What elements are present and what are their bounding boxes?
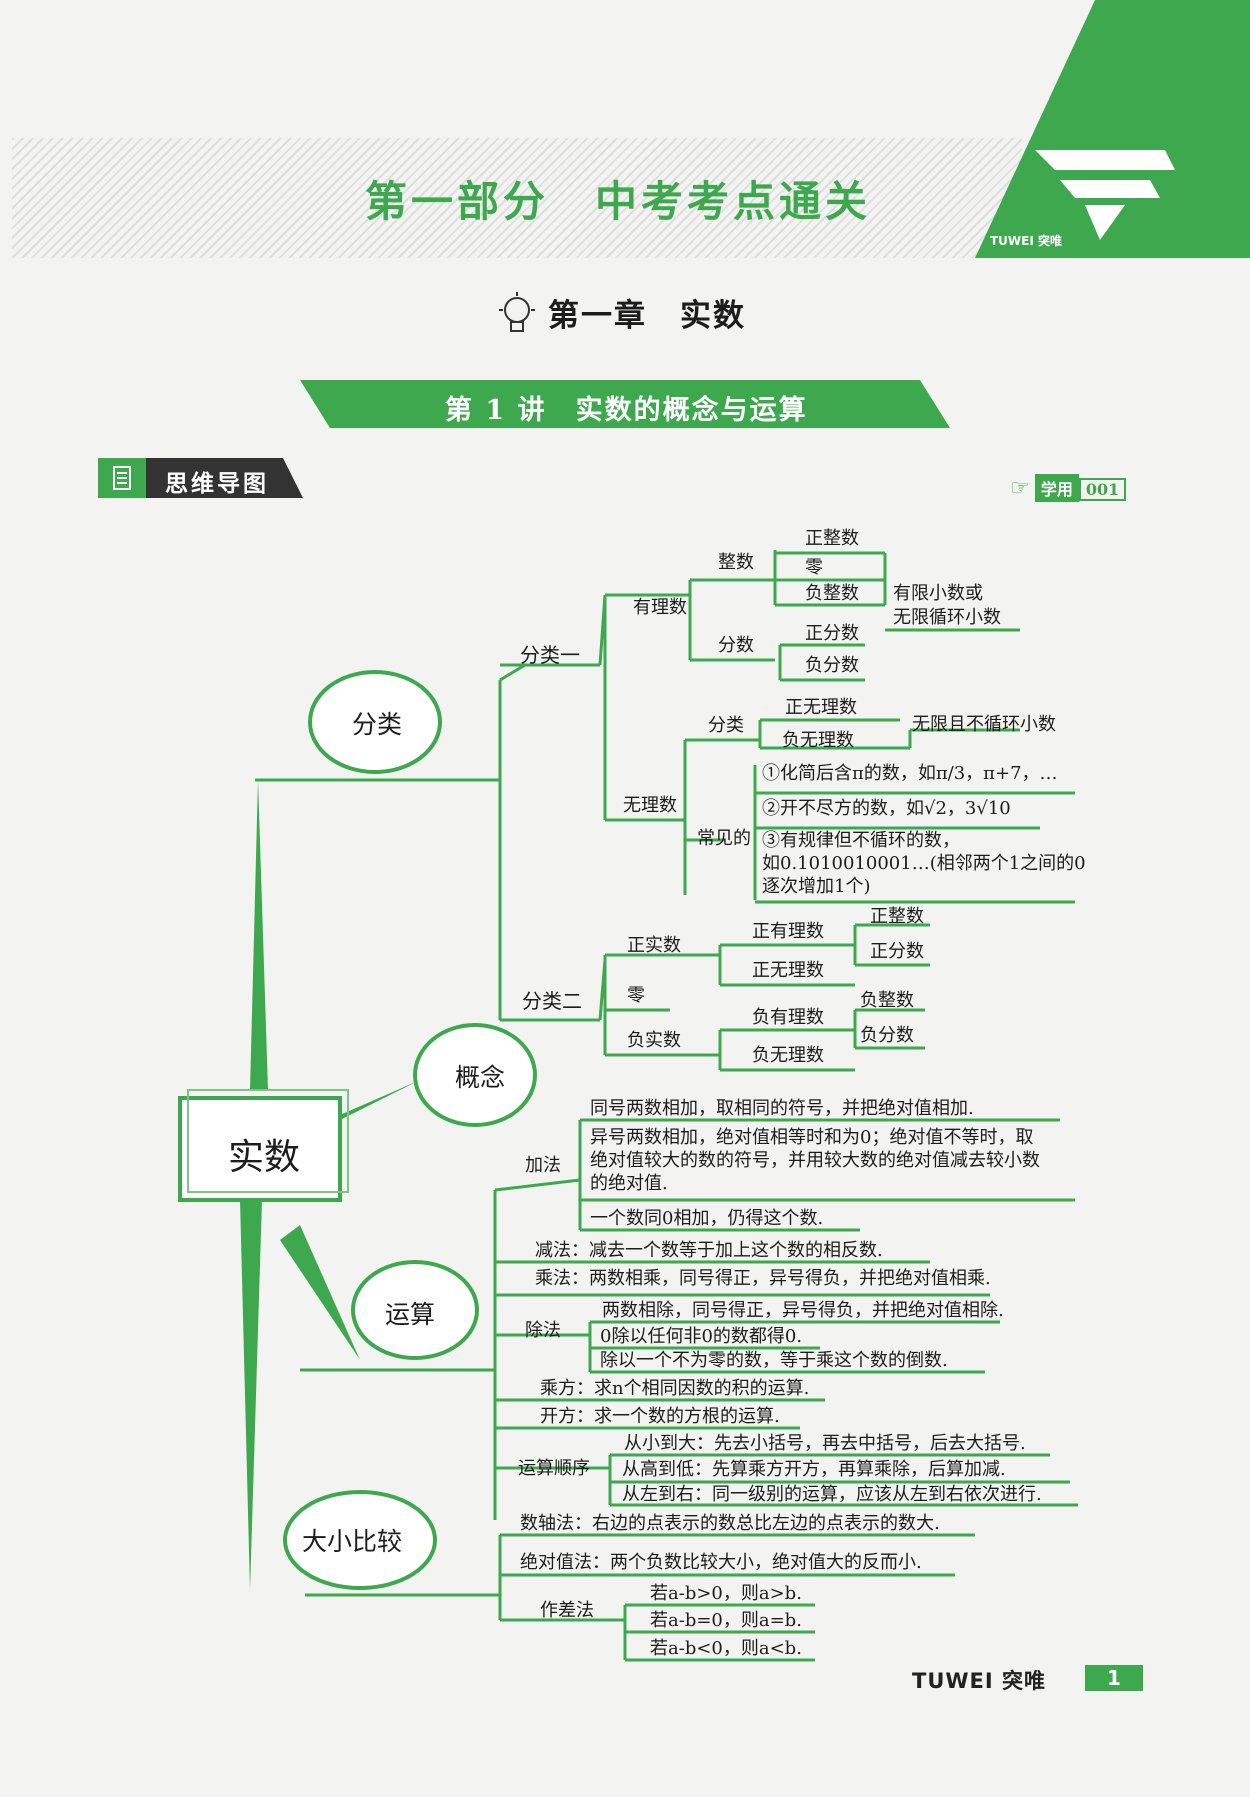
classify-two-label: 分类二 <box>522 989 582 1013</box>
rational-label: 有理数 <box>633 597 687 618</box>
section-banner <box>98 458 303 498</box>
op-add-3: 一个数同0相加，仍得这个数. <box>590 1208 824 1229</box>
common-item-1: ①化简后含π的数，如π/3，π+7，… <box>762 763 1058 784</box>
op-order-1: 从小到大：先去小括号，再去中括号，后去大括号. <box>624 1433 1026 1454</box>
common-label: 常见的 <box>697 828 751 849</box>
header-hatch-band <box>12 138 1022 258</box>
branch-concept: 概念 <box>455 1063 506 1092</box>
lecture-banner <box>300 380 950 428</box>
infinite-note: 无限且不循环小数 <box>912 714 1056 735</box>
op-order-2: 从高到低：先算乘方开方，再算乘除，后算加减. <box>622 1459 1006 1480</box>
root-node: 实数 <box>228 1137 301 1178</box>
neg-int-label: 负整数 <box>805 583 859 604</box>
pos-irr-label-2: 正无理数 <box>752 960 824 981</box>
neg-int-label-2: 负整数 <box>860 990 914 1011</box>
op-mul: 乘法：两数相乘，同号得正，异号得负，并把绝对值相乘. <box>535 1268 991 1289</box>
zero-label-2: 零 <box>627 985 645 1006</box>
part-title: 第一部分 中考考点通关 <box>365 177 872 226</box>
pos-int-label: 正整数 <box>805 528 859 549</box>
pos-int-label-2: 正整数 <box>870 906 924 927</box>
op-add-1: 同号两数相加，取相同的符号，并把绝对值相加. <box>590 1098 974 1119</box>
neg-irr-label-2: 负无理数 <box>752 1045 824 1066</box>
chapter-title: 第一章 实数 <box>548 298 746 334</box>
op-root: 开方：求一个数的方根的运算. <box>540 1406 780 1427</box>
cmp-diff-3: 若a-b<0，则a<b. <box>650 1638 802 1659</box>
neg-rational-label: 负有理数 <box>752 1007 824 1028</box>
branch-classify: 分类 <box>352 710 403 739</box>
pointing-hand-icon: ☞ <box>1010 476 1030 501</box>
study-code: 001 <box>1078 478 1127 501</box>
neg-frac-label-2: 负分数 <box>860 1025 914 1046</box>
op-div-2: 0除以任何非0的数都得0. <box>600 1326 803 1347</box>
pos-real-label: 正实数 <box>627 935 681 956</box>
finite-note-2: 无限循环小数 <box>893 607 1001 628</box>
irrational-label: 无理数 <box>623 795 677 816</box>
common-item-3c: 逐次增加1个) <box>762 876 871 897</box>
fraction-label: 分数 <box>718 635 754 656</box>
op-add-label: 加法 <box>525 1155 561 1176</box>
pos-rational-label: 正有理数 <box>752 921 824 942</box>
cmp-abs: 绝对值法：两个负数比较大小，绝对值大的反而小. <box>520 1552 922 1573</box>
branch-compare: 大小比较 <box>302 1527 403 1556</box>
integer-label: 整数 <box>718 552 754 573</box>
op-div-3: 除以一个不为零的数，等于乘这个数的倒数. <box>600 1350 948 1371</box>
irr-classify-label: 分类 <box>708 715 744 736</box>
finite-note-1: 有限小数或 <box>893 583 983 604</box>
footer-brand: TUWEI 突唯 <box>912 1669 1047 1693</box>
common-item-3b: 如0.1010010001…(相邻两个1之间的0 <box>762 853 1086 874</box>
neg-irr-label: 负无理数 <box>782 730 854 751</box>
pos-frac-label: 正分数 <box>805 623 859 644</box>
pos-irr-label: 正无理数 <box>785 697 857 718</box>
cmp-diff-1: 若a-b>0，则a>b. <box>650 1583 802 1604</box>
op-div-1: 两数相除，同号得正，异号得负，并把绝对值相除. <box>602 1300 1004 1321</box>
cmp-diff-label: 作差法 <box>540 1600 594 1621</box>
lecture-title: 第 1 讲 实数的概念与运算 <box>445 395 808 426</box>
pos-frac-label-2: 正分数 <box>870 941 924 962</box>
study-label: 学用 <box>1034 474 1079 502</box>
op-pow: 乘方：求n个相同因数的积的运算. <box>540 1378 810 1399</box>
op-add-2c: 的绝对值. <box>590 1173 668 1194</box>
op-order-label: 运算顺序 <box>518 1458 590 1479</box>
zero-label: 零 <box>805 557 823 578</box>
page-number: 1 <box>1085 1665 1143 1691</box>
common-item-2: ②开不尽方的数，如√2，3√10 <box>762 798 1011 819</box>
op-add-2a: 异号两数相加，绝对值相等时和为0；绝对值不等时，取 <box>590 1127 1034 1148</box>
op-div-label: 除法 <box>525 1320 561 1341</box>
brand-name: TUWEI 突唯 <box>990 234 1063 248</box>
branch-operation: 运算 <box>385 1300 436 1329</box>
classify-one-label: 分类一 <box>520 643 580 667</box>
cmp-axis: 数轴法：右边的点表示的数总比左边的点表示的数大. <box>520 1513 940 1534</box>
neg-frac-label: 负分数 <box>805 655 859 676</box>
op-add-2b: 绝对值较大的数的符号，并用较大数的绝对值减去较小数 <box>590 1150 1040 1171</box>
op-order-3: 从左到右：同一级别的运算，应该从左到右依次进行. <box>622 1484 1042 1505</box>
section-label: 思维导图 <box>165 471 269 497</box>
lightbulb-icon <box>499 292 535 332</box>
cmp-diff-2: 若a-b=0，则a=b. <box>650 1610 802 1631</box>
neg-real-label: 负实数 <box>627 1030 681 1051</box>
op-sub: 减法：减去一个数等于加上这个数的相反数. <box>535 1240 883 1261</box>
brand-logo-icon <box>975 0 1250 258</box>
common-item-3a: ③有规律但不循环的数， <box>762 830 960 851</box>
